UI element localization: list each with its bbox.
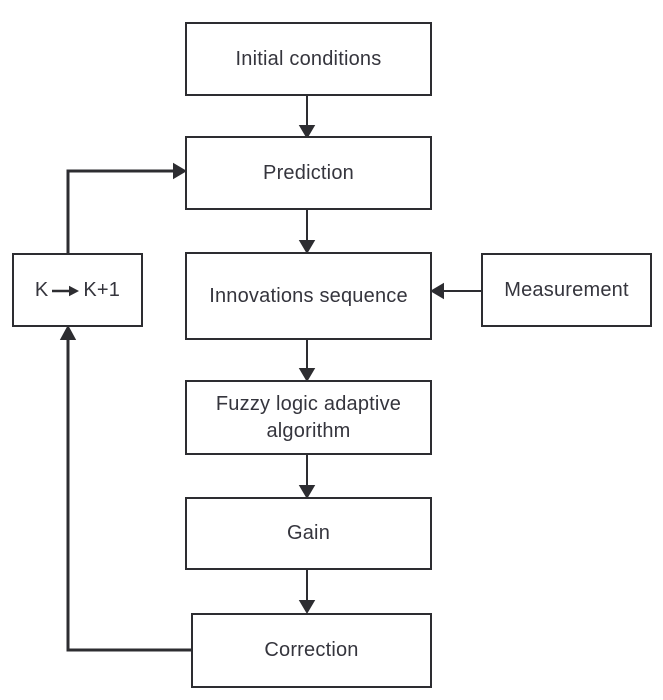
- arrowhead-correction-to-iteration: [59, 324, 77, 340]
- arrowhead-measurement-to-innovations: [430, 282, 444, 300]
- node-fuzzy-logic-adaptive-algorithm-label: Fuzzy logic adaptive algorithm: [215, 392, 402, 442]
- node-innovations-sequence-label: Innovations sequence: [209, 284, 408, 307]
- arrowhead-initial-to-prediction: [298, 125, 316, 139]
- node-prediction: Prediction: [185, 136, 432, 210]
- node-innovations-sequence: Innovations sequence: [185, 252, 432, 340]
- node-correction-label: Correction: [264, 639, 359, 661]
- node-gain-label: Gain: [286, 522, 331, 544]
- node-iteration-k-to-k1: K K+1: [12, 253, 143, 327]
- node-prediction-label: Prediction: [263, 161, 354, 184]
- arrowhead-fuzzy-to-gain: [298, 485, 316, 499]
- arrowhead-prediction-to-innovations: [298, 240, 316, 254]
- arrowhead-iteration-to-prediction: [173, 162, 187, 180]
- arrow-correction-to-iteration: [66, 339, 191, 652]
- arrow-iteration-to-prediction: [66, 169, 174, 253]
- node-measurement: Measurement: [481, 253, 652, 327]
- node-correction: Correction: [191, 613, 432, 688]
- node-initial-conditions-label: Initial conditions: [235, 47, 382, 70]
- node-gain: Gain: [185, 497, 432, 570]
- node-initial-conditions: Initial conditions: [185, 22, 432, 96]
- right-arrow-icon: [52, 285, 80, 297]
- arrowhead-innovations-to-fuzzy: [298, 368, 316, 382]
- arrowhead-gain-to-correction: [298, 600, 316, 614]
- node-measurement-label: Measurement: [504, 278, 629, 301]
- iteration-label-group: K K+1: [35, 277, 120, 304]
- iteration-label-left: K: [34, 278, 49, 301]
- iteration-label-right: K+1: [83, 278, 121, 301]
- node-fuzzy-logic-adaptive-algorithm: Fuzzy logic adaptive algorithm: [185, 380, 432, 455]
